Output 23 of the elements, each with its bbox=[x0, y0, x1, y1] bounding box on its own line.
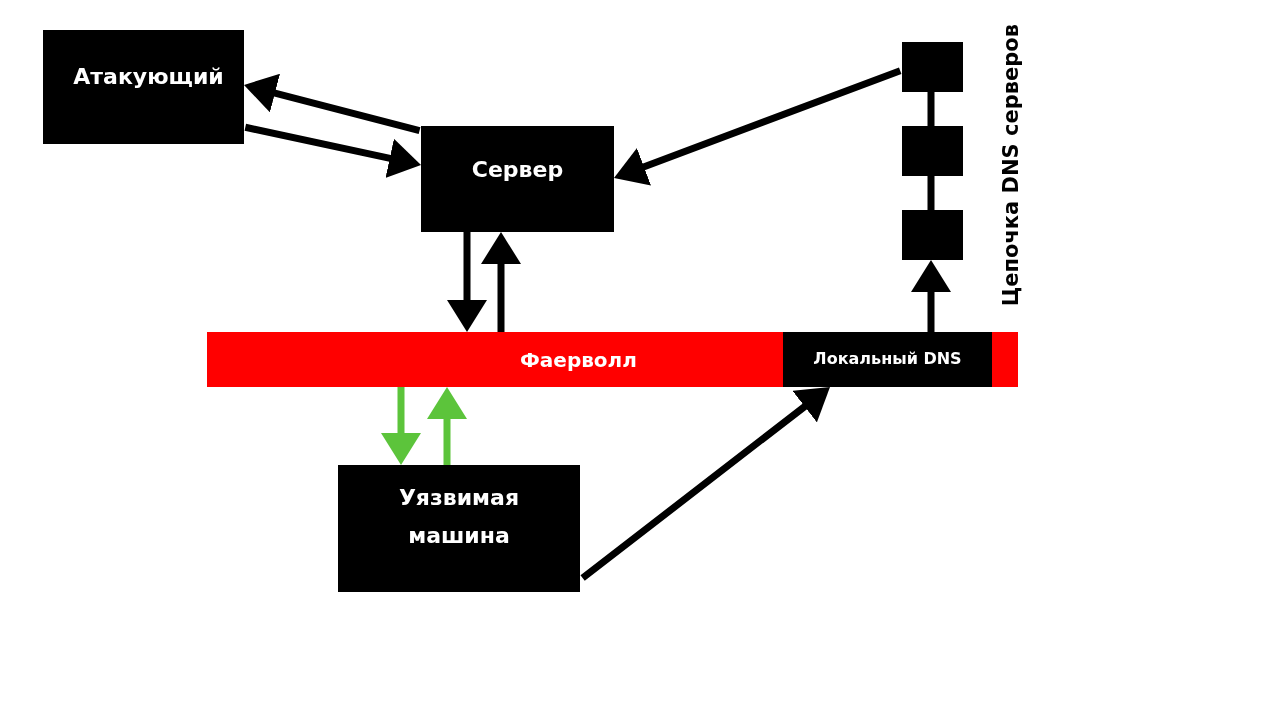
arrow bbox=[243, 73, 421, 134]
process-box bbox=[43, 30, 244, 144]
arrow bbox=[381, 387, 421, 465]
box-label: Фаерволл bbox=[520, 346, 637, 373]
box-label: Сервер bbox=[471, 155, 564, 184]
process-box bbox=[783, 332, 992, 387]
process-box bbox=[421, 126, 614, 232]
vertical-label: Цепочка DNS серверов bbox=[999, 24, 1024, 307]
box-label: Локальный DNS bbox=[813, 349, 962, 370]
connector-line bbox=[927, 92, 935, 126]
box-label: Уязвимая машина bbox=[397, 483, 521, 550]
arrow bbox=[427, 387, 467, 465]
box-label: Атакующий bbox=[73, 62, 224, 91]
firewall-bar bbox=[207, 332, 1018, 387]
connector-line bbox=[927, 176, 935, 210]
arrow bbox=[911, 260, 951, 332]
small-box bbox=[902, 42, 963, 92]
arrow bbox=[244, 123, 422, 178]
process-box bbox=[338, 465, 580, 592]
small-box bbox=[902, 126, 963, 176]
arrow bbox=[447, 232, 487, 332]
small-box bbox=[902, 210, 963, 260]
arrow bbox=[481, 232, 521, 332]
